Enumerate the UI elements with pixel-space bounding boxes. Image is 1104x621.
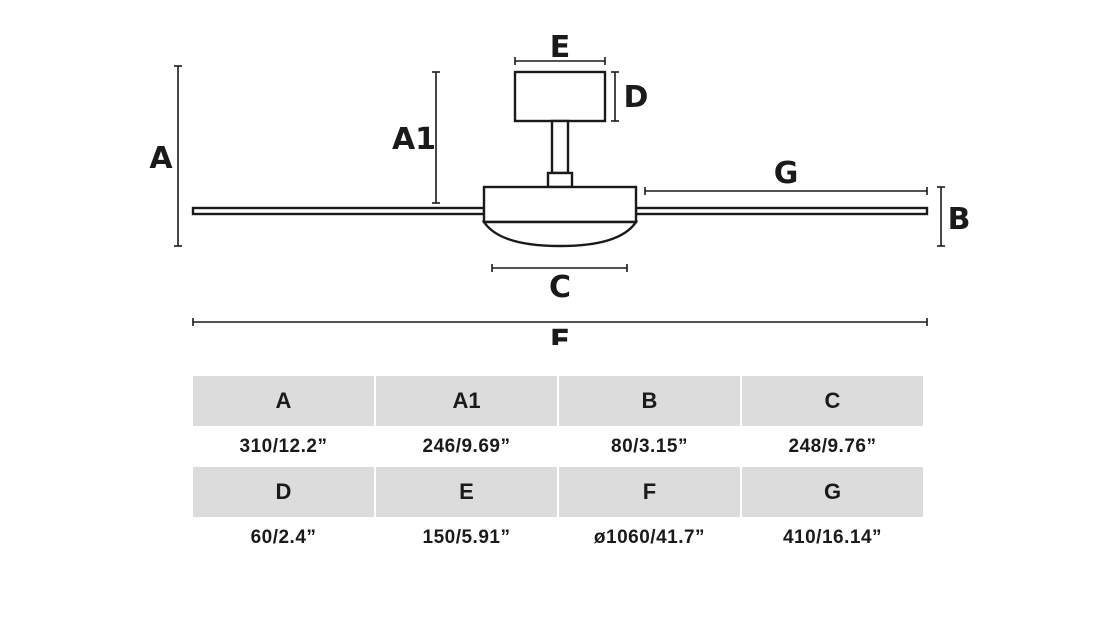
dimension-e: E (514, 30, 606, 65)
header-cell-f: F (559, 467, 740, 517)
table-header-row: D E F G (193, 467, 923, 517)
value-cell-b: 80/3.15” (611, 435, 688, 457)
header-cell-a: A (193, 376, 374, 426)
value-cell-d: 60/2.4” (250, 526, 317, 548)
label-f: F (550, 324, 571, 345)
value-cell-e: 150/5.91” (422, 526, 511, 548)
dimension-b: B (937, 186, 971, 247)
header-cell-d: D (193, 467, 374, 517)
fan-light-bowl (481, 220, 639, 248)
label-g: G (774, 156, 799, 191)
label-a: A (149, 141, 173, 176)
fan-blade-left (191, 206, 486, 216)
dimension-f: F (192, 318, 928, 345)
value-cell-f: ø1060/41.7” (593, 526, 706, 548)
label-e: E (550, 30, 571, 65)
fan-downrod (550, 119, 570, 175)
header-cell-a1: A1 (376, 376, 557, 426)
fan-coupler (546, 171, 574, 189)
dimension-g: G (644, 156, 928, 195)
dimension-a1: A1 (392, 71, 440, 204)
value-cell-g: 410/16.14” (782, 526, 883, 548)
table-value-row: 60/2.4” 150/5.91” ø1060/41.7” 410/16.14” (193, 517, 923, 558)
value-cell-a: 310/12.2” (239, 435, 328, 457)
fan-canopy (513, 70, 607, 123)
table-header-row: A A1 B C (193, 376, 923, 426)
dimensions-table: A A1 B C 310/12.2” 246/9.69” 80/3.15” 24… (191, 376, 925, 558)
dimension-c: C (491, 264, 628, 305)
label-c: C (549, 270, 571, 305)
label-b: B (948, 202, 971, 237)
dimension-d: D (611, 71, 649, 122)
header-cell-g: G (742, 467, 923, 517)
fan-blade-right (634, 206, 929, 216)
label-a1: A1 (392, 122, 436, 157)
header-cell-b: B (559, 376, 740, 426)
ceiling-fan-dimension-diagram: A A1 E D G B (149, 30, 971, 345)
dimension-a: A (149, 65, 182, 247)
value-cell-a1: 246/9.69” (422, 435, 511, 457)
table-value-row: 310/12.2” 246/9.69” 80/3.15” 248/9.76” (193, 426, 923, 467)
value-cell-c: 248/9.76” (788, 435, 877, 457)
header-cell-c: C (742, 376, 923, 426)
fan-motor-housing (482, 185, 638, 224)
label-d: D (624, 80, 649, 115)
header-cell-e: E (376, 467, 557, 517)
